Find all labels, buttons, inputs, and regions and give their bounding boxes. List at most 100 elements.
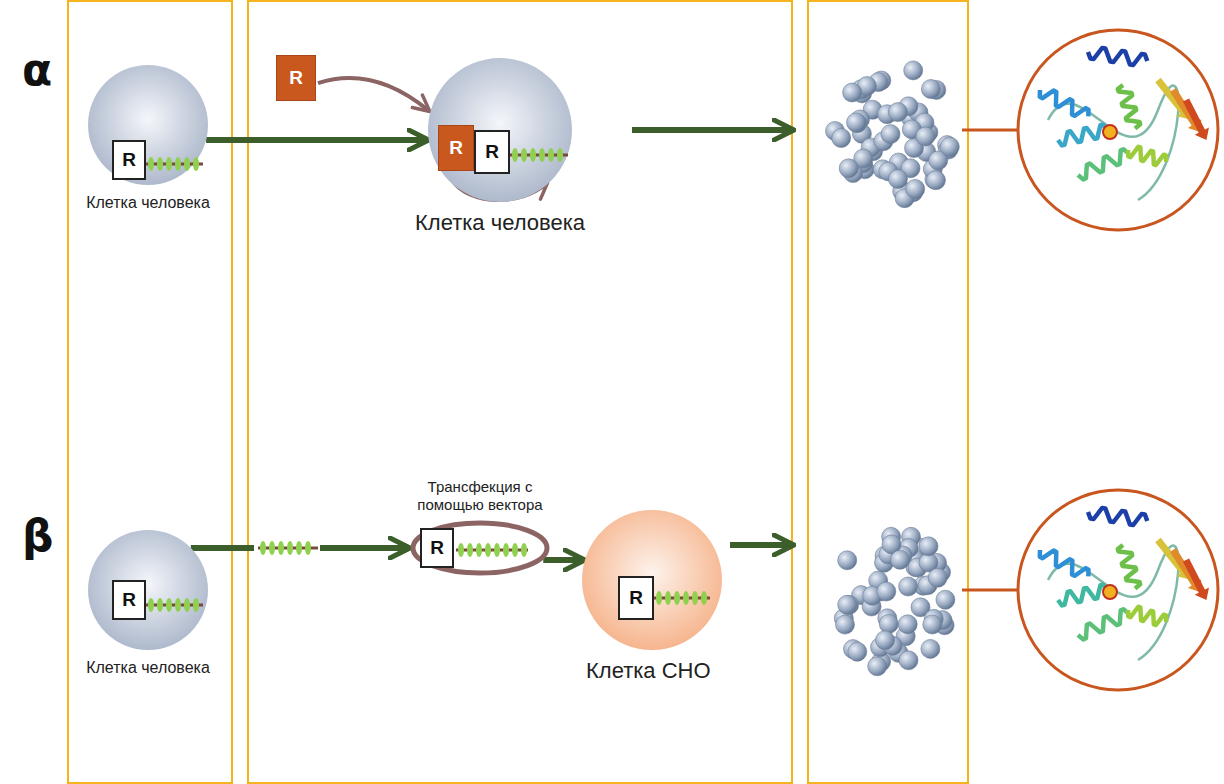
process-arrow xyxy=(730,542,792,548)
leader-line xyxy=(962,589,1018,592)
box-label: R xyxy=(122,149,136,171)
node-label: Клетка человека xyxy=(78,193,218,212)
protein-frame xyxy=(1018,490,1218,690)
cell-shape xyxy=(88,65,208,185)
gene-segment xyxy=(278,541,284,555)
receptor-box: R xyxy=(112,580,146,620)
human-cell: Клетка человекаRR xyxy=(428,58,572,202)
plasmid-vector: Трансфекция с помощью вектораR xyxy=(410,520,550,576)
gene-segment xyxy=(476,543,482,557)
gene-segment xyxy=(485,543,491,557)
cell-sphere xyxy=(899,577,918,596)
gene-segment xyxy=(305,541,311,555)
alpha-helix xyxy=(1118,85,1140,128)
gene-segment xyxy=(296,541,302,555)
cell-sphere xyxy=(891,550,910,569)
node-label: Трансфекция с помощью вектора xyxy=(405,478,555,514)
receptor-box: R xyxy=(276,55,316,101)
process-arrow xyxy=(543,557,583,563)
cell-sphere xyxy=(906,179,925,198)
gene-segment xyxy=(287,541,293,555)
beta-strand xyxy=(1186,560,1203,593)
cho-cell: Клетка CHOR xyxy=(582,510,722,650)
alpha-helix xyxy=(1128,607,1166,625)
gene-segment xyxy=(166,157,172,171)
cell-sphere xyxy=(921,639,940,658)
receptor-box: R xyxy=(420,528,454,568)
panel xyxy=(248,1,792,783)
cell-sphere xyxy=(836,615,855,634)
protein-frame xyxy=(1018,30,1218,230)
alpha-helix xyxy=(1078,609,1129,639)
gene-segment xyxy=(656,591,662,605)
alpha-helix xyxy=(1118,545,1140,588)
gene-segment xyxy=(539,148,545,162)
gene-segment xyxy=(184,157,190,171)
box-label: R xyxy=(449,137,463,159)
cell-sphere xyxy=(926,171,945,190)
gene-segment xyxy=(260,541,266,555)
cell-body xyxy=(88,530,208,650)
gene-segment xyxy=(494,543,500,557)
box-label: R xyxy=(430,537,444,559)
cell-sphere xyxy=(838,595,857,614)
beta-strand xyxy=(1195,588,1209,601)
cell-sphere xyxy=(936,590,955,609)
gene-segment xyxy=(148,157,154,171)
gene-segment xyxy=(166,598,172,612)
cell-sphere xyxy=(898,615,917,634)
receptor-box: R xyxy=(618,576,654,620)
gene-segment xyxy=(269,541,275,555)
cell-sphere xyxy=(877,582,896,601)
gene-segment xyxy=(157,157,163,171)
row-label: α xyxy=(22,44,52,95)
gene-segment xyxy=(674,591,680,605)
box-label: R xyxy=(122,589,136,611)
panel xyxy=(808,1,968,783)
gene-segment xyxy=(521,543,527,557)
alpha-helix xyxy=(1128,147,1166,165)
gene-segment xyxy=(548,148,554,162)
cell-sphere xyxy=(832,129,851,148)
gene-segment xyxy=(512,543,518,557)
beta-strand xyxy=(1195,128,1209,141)
cell-sphere xyxy=(839,159,858,178)
gene-segment xyxy=(503,543,509,557)
alpha-helix xyxy=(1040,550,1089,576)
alpha-helix xyxy=(1058,125,1107,146)
human-cell: Клетка человекаR xyxy=(88,65,208,185)
gene-segment xyxy=(512,148,518,162)
process-arrow xyxy=(318,78,428,110)
row-label: β xyxy=(22,510,54,561)
cell-sphere xyxy=(928,568,947,587)
panel xyxy=(68,1,232,783)
cell-sphere xyxy=(899,651,918,670)
cell-sphere xyxy=(881,125,900,144)
gene-segment xyxy=(521,148,527,162)
gene-segment xyxy=(467,543,473,557)
cell-sphere xyxy=(923,615,942,634)
cell-body xyxy=(582,510,722,650)
gene-segment xyxy=(701,591,707,605)
node-label: Клетка CHO xyxy=(586,658,726,684)
cell-sphere xyxy=(921,80,940,99)
receptor-box: R xyxy=(112,140,146,180)
node-label: Клетка человека xyxy=(405,210,595,236)
alpha-helix xyxy=(1078,149,1129,179)
gene-segment xyxy=(665,591,671,605)
gene-segment xyxy=(683,591,689,605)
node-label: Клетка человека xyxy=(78,658,218,677)
cell-sphere xyxy=(916,127,935,146)
gene-segment xyxy=(184,598,190,612)
cell-sphere xyxy=(919,537,938,556)
process-arrow xyxy=(632,127,792,133)
leader-line xyxy=(962,129,1018,132)
plasmid-ring xyxy=(413,523,547,573)
protein-structure xyxy=(1040,508,1209,660)
receptor-box: R xyxy=(474,130,510,174)
human-cell: Клетка человекаR xyxy=(88,530,208,650)
cell-sphere xyxy=(843,83,862,102)
gene-segment xyxy=(557,148,563,162)
box-label: R xyxy=(289,67,303,89)
alpha-helix xyxy=(1040,90,1089,116)
